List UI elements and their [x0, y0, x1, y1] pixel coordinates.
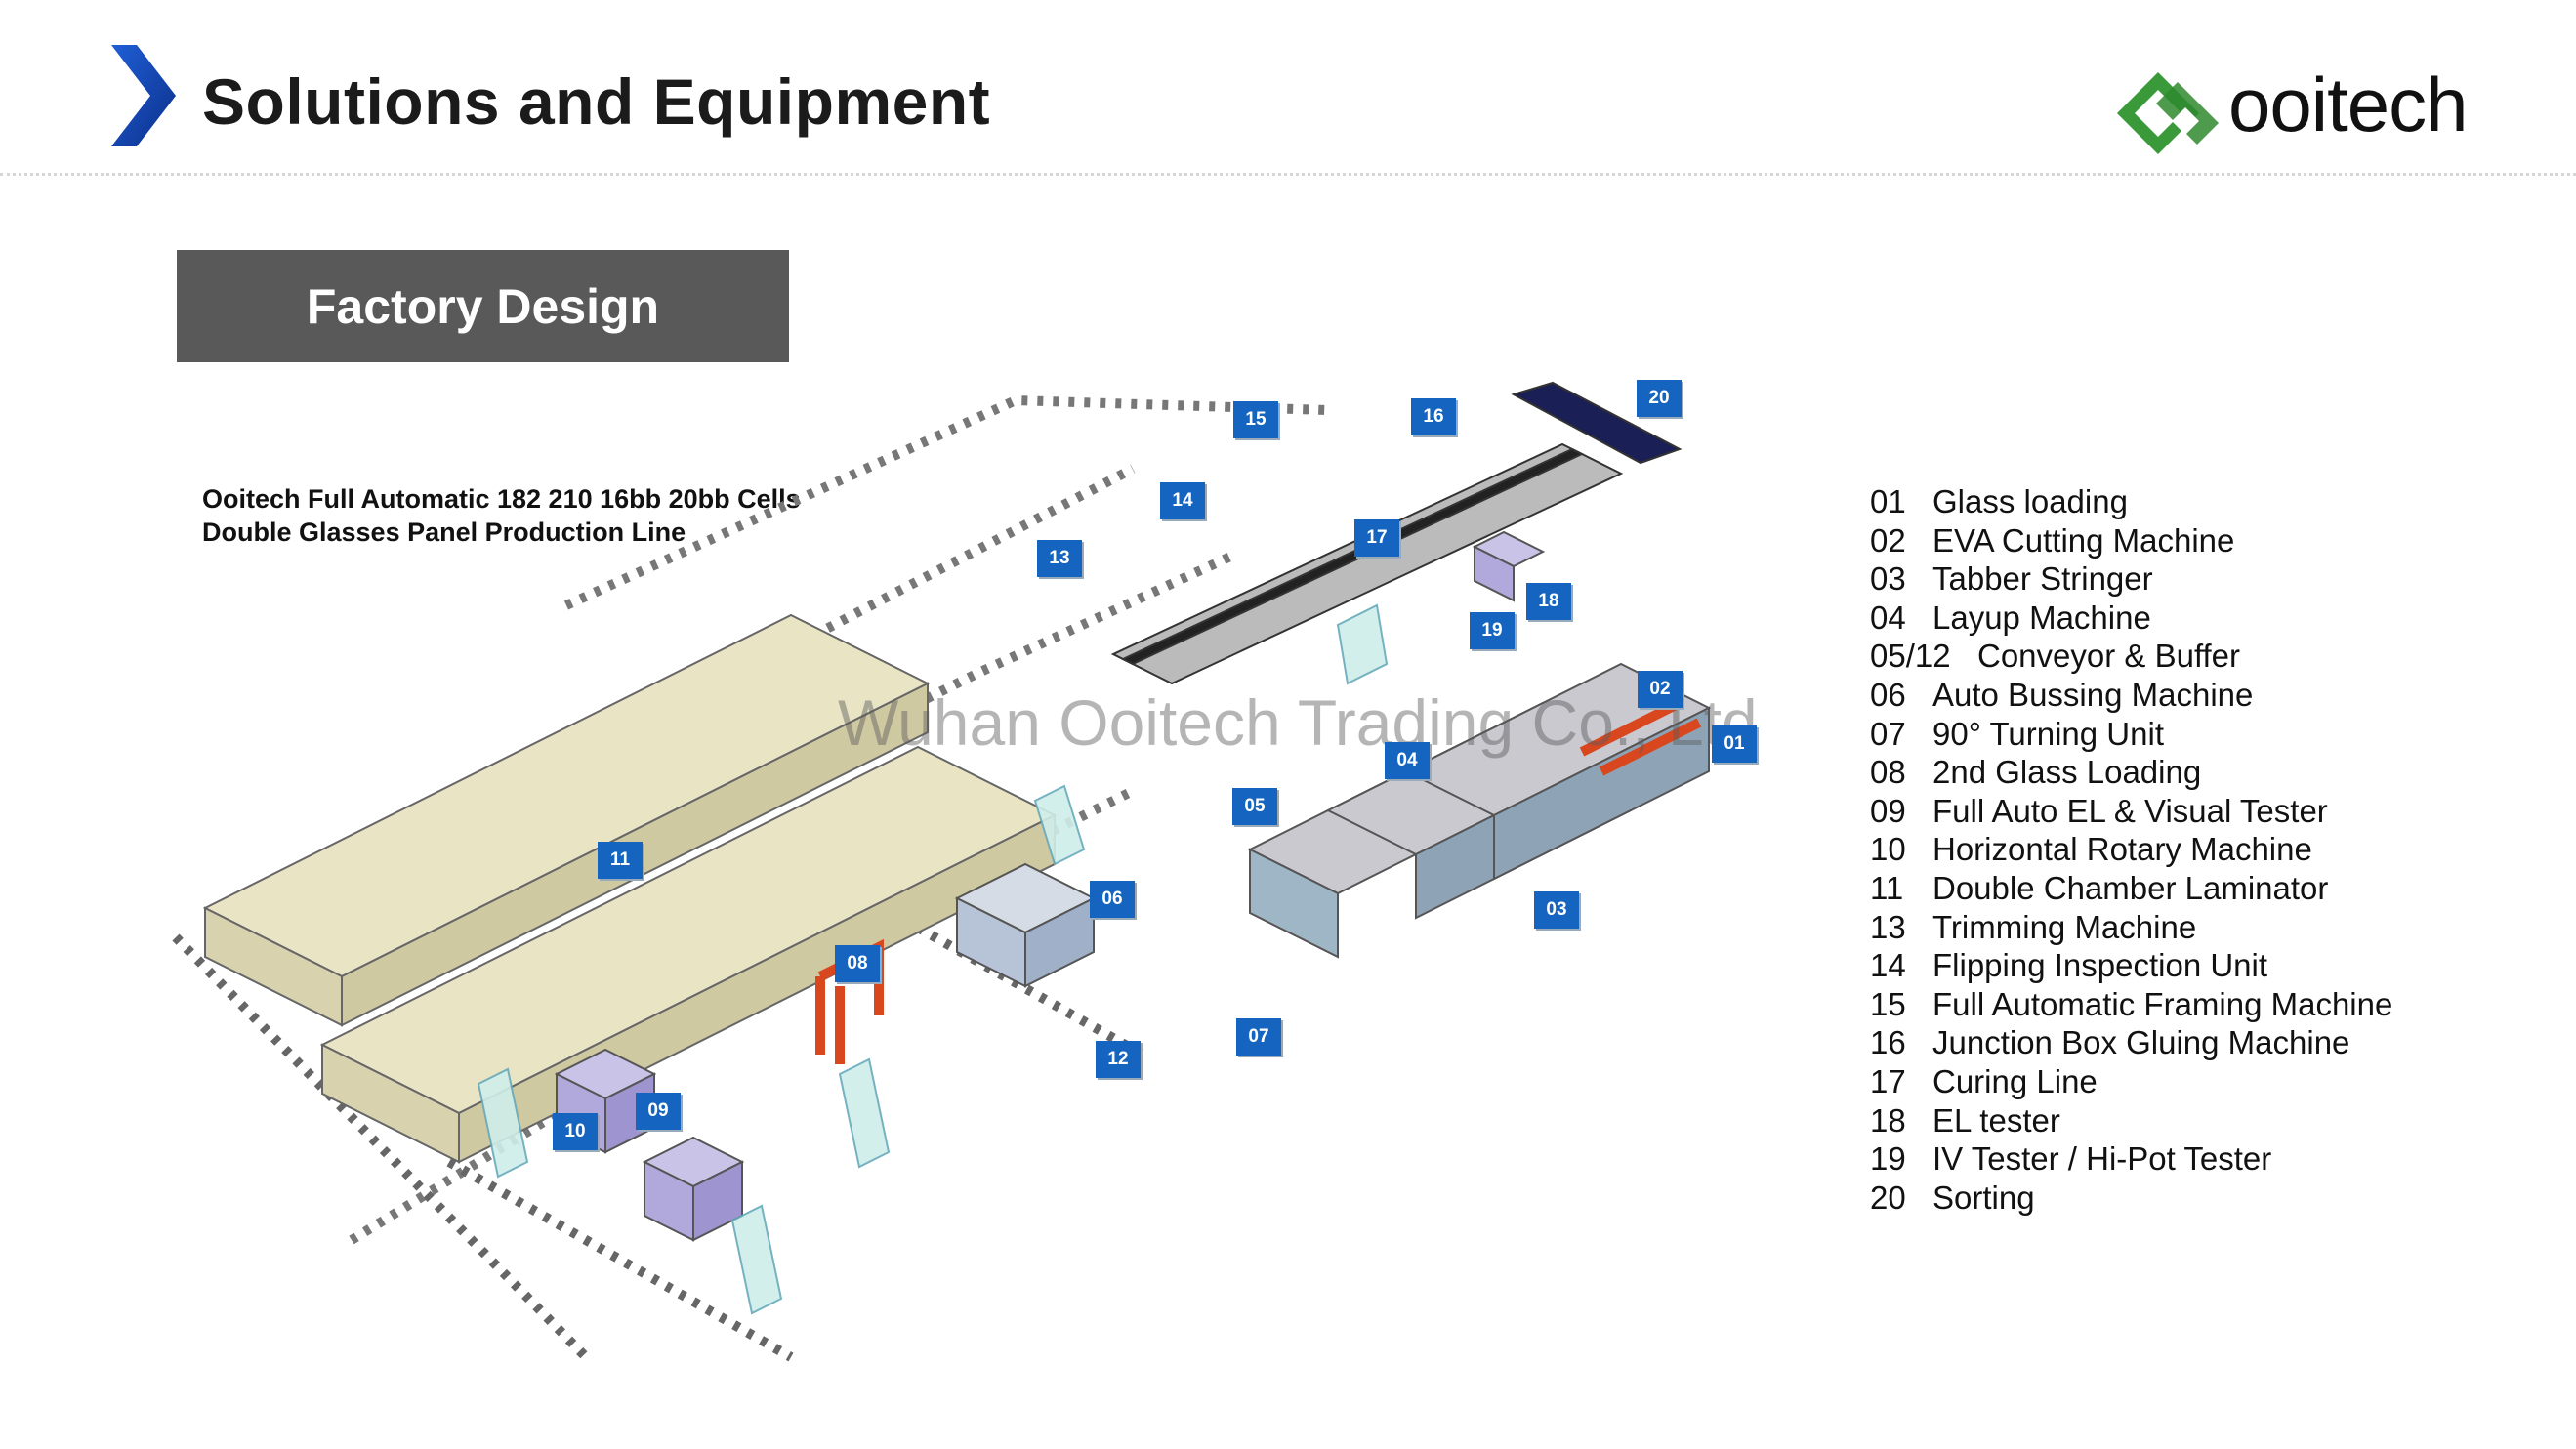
badge-06: 06	[1090, 881, 1135, 918]
legend-label: EL tester	[1932, 1101, 2060, 1138]
badge-02: 02	[1638, 671, 1683, 708]
legend-item: 03 Tabber Stringer	[1870, 559, 2392, 599]
legend-item: 14 Flipping Inspection Unit	[1870, 946, 2392, 985]
badge-20: 20	[1637, 380, 1682, 417]
legend-label: IV Tester / Hi-Pot Tester	[1932, 1140, 2272, 1178]
legend-label: Layup Machine	[1932, 599, 2151, 636]
legend-item: 18 EL tester	[1870, 1101, 2392, 1140]
legend-label: Conveyor & Buffer	[1977, 638, 2241, 675]
watermark: Wuhan Ooitech Trading Co., Ltd	[838, 686, 1758, 759]
legend-label: Double Chamber Laminator	[1932, 869, 2329, 906]
badge-18: 18	[1526, 583, 1571, 620]
badge-07: 07	[1236, 1018, 1281, 1056]
legend-number: 04	[1870, 599, 1906, 636]
section-label: Factory Design	[177, 250, 789, 362]
legend-label: Horizontal Rotary Machine	[1932, 831, 2312, 868]
factory-layout-diagram	[172, 381, 1712, 1362]
legend-item: 07 90° Turning Unit	[1870, 715, 2392, 754]
legend-number: 05/12	[1870, 638, 1951, 675]
legend-label: Auto Bussing Machine	[1932, 676, 2254, 713]
legend-item: 17 Curing Line	[1870, 1062, 2392, 1101]
legend-number: 01	[1870, 483, 1906, 519]
legend-item: 05/12 Conveyor & Buffer	[1870, 637, 2392, 676]
equipment-legend: 01 Glass loading 02 EVA Cutting Machine 03…	[1870, 482, 2392, 1217]
legend-number: 19	[1870, 1140, 1906, 1178]
badge-10: 10	[553, 1113, 598, 1150]
legend-item: 20 Sorting	[1870, 1179, 2392, 1218]
legend-label: 90° Turning Unit	[1932, 715, 2164, 752]
legend-item: 10 Horizontal Rotary Machine	[1870, 830, 2392, 869]
legend-number: 09	[1870, 792, 1906, 829]
legend-label: Glass loading	[1932, 483, 2128, 519]
legend-number: 17	[1870, 1062, 1906, 1099]
line-title-2: Double Glasses Panel Production Line	[202, 518, 686, 547]
logo-icon	[2117, 72, 2219, 154]
brand-name: ooitech	[2228, 62, 2469, 147]
badge-03: 03	[1534, 891, 1579, 929]
legend-item: 01 Glass loading	[1870, 482, 2392, 521]
legend-number: 14	[1870, 947, 1906, 984]
el-visual-testers	[554, 1048, 745, 1242]
legend-number: 11	[1870, 869, 1904, 906]
production-line-title: Ooitech Full Automatic 182 210 16bb 20bb…	[202, 482, 801, 549]
legend-number: 13	[1870, 908, 1906, 945]
badge-15: 15	[1233, 401, 1278, 438]
legend-item: 06 Auto Bussing Machine	[1870, 676, 2392, 715]
legend-item: 13 Trimming Machine	[1870, 908, 2392, 947]
badge-01: 01	[1712, 725, 1757, 763]
legend-item: 11 Double Chamber Laminator	[1870, 869, 2392, 908]
glass-loading-1	[1579, 698, 1702, 776]
badge-09: 09	[636, 1093, 681, 1130]
legend-label: EVA Cutting Machine	[1932, 521, 2235, 559]
legend-label: Full Auto EL & Visual Tester	[1932, 792, 2328, 829]
legend-number: 10	[1870, 831, 1906, 868]
legend-label: Junction Box Gluing Machine	[1932, 1024, 2350, 1061]
legend-item: 08 2nd Glass Loading	[1870, 753, 2392, 792]
legend-label: Curing Line	[1932, 1062, 2098, 1099]
legend-label: Sorting	[1932, 1179, 2035, 1216]
legend-number: 16	[1870, 1024, 1906, 1061]
legend-number: 18	[1870, 1101, 1906, 1138]
legend-label: Tabber Stringer	[1932, 560, 2153, 598]
page-title: Solutions and Equipment	[202, 65, 991, 138]
badge-17: 17	[1354, 519, 1399, 557]
legend-label: 2nd Glass Loading	[1932, 754, 2202, 791]
legend-number: 20	[1870, 1179, 1906, 1216]
legend-item: 09 Full Auto EL & Visual Tester	[1870, 792, 2392, 831]
badge-08: 08	[835, 945, 880, 982]
line-title-1: Ooitech Full Automatic 182 210 16bb 20bb…	[202, 484, 801, 514]
badge-12: 12	[1096, 1041, 1141, 1078]
badge-16: 16	[1411, 398, 1456, 435]
legend-number: 15	[1870, 985, 1906, 1022]
legend-item: 02 EVA Cutting Machine	[1870, 521, 2392, 560]
legend-label: Trimming Machine	[1932, 908, 2197, 945]
legend-number: 02	[1870, 521, 1906, 559]
badge-13: 13	[1037, 540, 1082, 577]
chevron-icon	[111, 45, 176, 146]
legend-item: 15 Full Automatic Framing Machine	[1870, 985, 2392, 1024]
badge-19: 19	[1470, 612, 1515, 649]
legend-number: 07	[1870, 715, 1906, 752]
sorting-station	[1511, 381, 1683, 465]
badge-14: 14	[1160, 482, 1205, 519]
legend-number: 03	[1870, 560, 1906, 598]
tabber-stringers	[1247, 662, 1712, 959]
legend-label: Full Automatic Framing Machine	[1932, 985, 2393, 1022]
legend-item: 19 IV Tester / Hi-Pot Tester	[1870, 1139, 2392, 1179]
badge-04: 04	[1385, 742, 1430, 779]
el-tester	[1472, 530, 1546, 602]
badge-11: 11	[598, 842, 643, 879]
legend-item: 16 Junction Box Gluing Machine	[1870, 1023, 2392, 1062]
curing-line	[1110, 442, 1624, 685]
header-divider	[0, 173, 2576, 176]
legend-item: 04 Layup Machine	[1870, 599, 2392, 638]
badge-05: 05	[1232, 788, 1277, 825]
bussing-machine	[954, 862, 1097, 988]
legend-number: 08	[1870, 754, 1906, 791]
legend-number: 06	[1870, 676, 1906, 713]
legend-label: Flipping Inspection Unit	[1932, 947, 2268, 984]
